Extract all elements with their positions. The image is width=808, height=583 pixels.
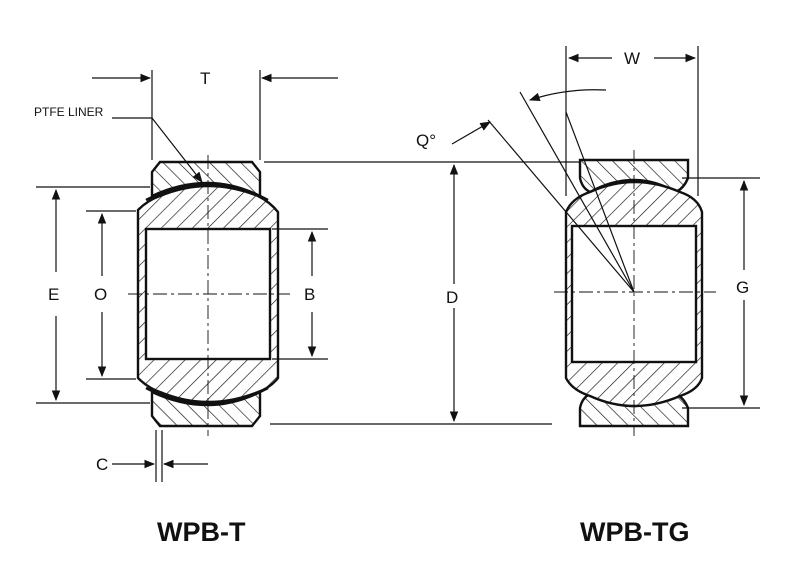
dimension-b: B (272, 228, 328, 360)
label-c: C (96, 455, 108, 474)
dimension-d: D (264, 161, 580, 425)
dimension-t: T (92, 69, 338, 160)
ptfe-liner-callout: PTFE LINER (34, 105, 203, 183)
label-t: T (200, 69, 210, 88)
label-w: W (624, 49, 640, 68)
left-bearing (128, 155, 290, 436)
label-ptfe-liner: PTFE LINER (34, 105, 104, 119)
label-b: B (304, 285, 315, 304)
label-e: E (48, 285, 59, 304)
dimension-g: G (682, 177, 760, 409)
dimension-e: E (36, 186, 150, 404)
label-d: D (446, 288, 458, 307)
title-wpb-t: WPB-T (157, 517, 246, 547)
title-wpb-tg: WPB-TG (580, 517, 689, 547)
dimension-o: O (86, 210, 136, 380)
dimension-c: C (96, 430, 208, 482)
label-g: G (736, 278, 749, 297)
dimension-q: Q° (416, 89, 607, 150)
dimension-w: W (565, 46, 699, 196)
label-o: O (94, 285, 107, 304)
right-bearing (487, 91, 716, 436)
label-q: Q° (416, 131, 436, 150)
